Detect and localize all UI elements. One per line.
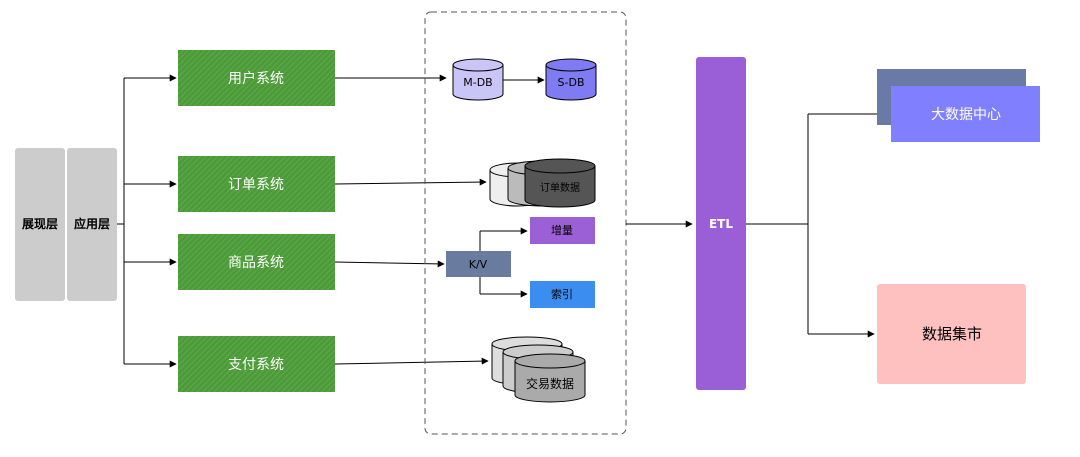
etl-output-connectors — [746, 110, 889, 338]
index-box[interactable]: 索引 — [530, 281, 595, 308]
order-system-label: 订单系统 — [228, 177, 284, 193]
kv-connectors — [479, 227, 528, 298]
application-layer: 应用层 — [67, 148, 117, 301]
application-layer-label: 应用层 — [74, 216, 110, 231]
product-system-label: 商品系统 — [228, 255, 284, 271]
data-mart[interactable]: 数据集市 — [877, 284, 1026, 384]
increment-box[interactable]: 增量 — [530, 217, 595, 244]
master-db-label: M-DB — [463, 76, 492, 89]
payment-system-label: 支付系统 — [228, 357, 284, 373]
etl-box[interactable]: ETL — [696, 57, 746, 390]
storage-container — [424, 11, 627, 435]
slave-db-cylinder[interactable]: S-DB — [545, 58, 597, 101]
system-to-storage-connectors — [334, 74, 489, 365]
big-data-center[interactable]: 大数据中心 — [877, 69, 1040, 142]
slave-db-label: S-DB — [558, 76, 585, 89]
big-data-center-label: 大数据中心 — [931, 107, 1001, 123]
order-data-cylinders[interactable]: 订单数据 — [489, 158, 596, 208]
kv-store[interactable]: K/V — [446, 251, 511, 277]
presentation-layer: 展现层 — [15, 148, 65, 301]
presentation-layer-label: 展现层 — [22, 217, 58, 231]
payment-system[interactable]: 支付系统 — [178, 336, 335, 392]
kv-label: K/V — [469, 258, 488, 271]
trade-data-label: 交易数据 — [526, 376, 574, 391]
order-data-label: 订单数据 — [540, 181, 580, 194]
index-label: 索引 — [551, 287, 573, 301]
data-mart-label: 数据集市 — [922, 325, 982, 343]
increment-label: 增量 — [551, 223, 573, 237]
user-system[interactable]: 用户系统 — [178, 50, 335, 106]
master-db-cylinder[interactable]: M-DB — [452, 58, 504, 101]
user-system-label: 用户系统 — [228, 70, 284, 87]
order-system[interactable]: 订单系统 — [178, 156, 335, 212]
product-system[interactable]: 商品系统 — [178, 234, 335, 290]
trade-data-cylinders[interactable]: 交易数据 — [491, 336, 586, 403]
app-layer-connectors — [117, 74, 177, 368]
etl-label: ETL — [709, 217, 733, 231]
